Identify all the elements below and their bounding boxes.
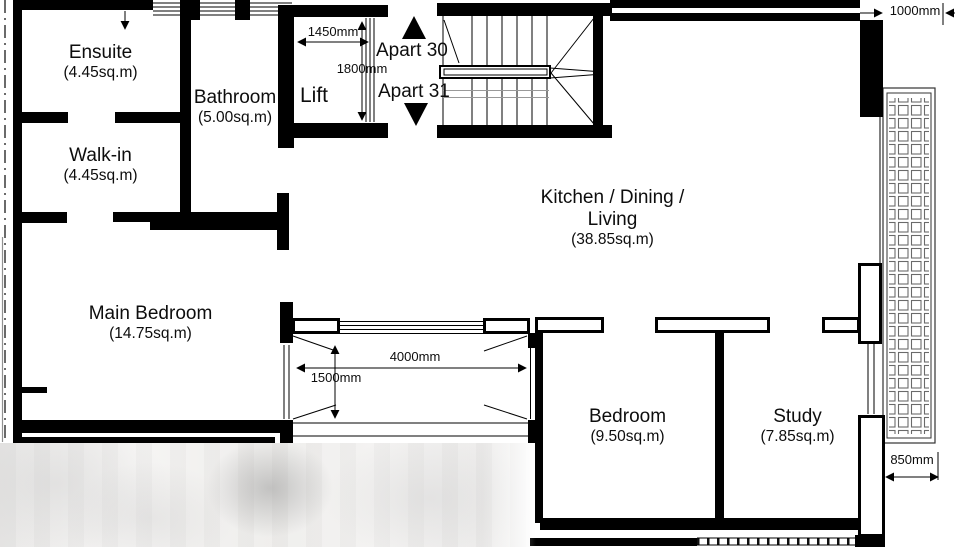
room-name: Kitchen / Dining / [540, 187, 685, 208]
room-area: (14.75sq.m) [109, 324, 192, 342]
room-name: Ensuite [68, 42, 133, 63]
room-label-lift: Lift [300, 84, 348, 108]
dimension-label-4000mm: 4000mm [382, 349, 448, 365]
down-triangle-icon [404, 103, 428, 126]
wall-segment [13, 112, 68, 123]
wall-segment [535, 332, 543, 523]
room-label-walk-in: Walk-in (4.45sq.m) [38, 145, 163, 185]
stair-up-label: Apart 30 [376, 40, 448, 61]
terrace-window-lines [283, 321, 875, 437]
wall-segment [235, 0, 250, 20]
wall-segment [115, 112, 180, 123]
wall-segment [437, 125, 612, 138]
dim-text: 1800mm [336, 61, 388, 76]
wall-segment-outlined [858, 263, 882, 344]
wall-segment [13, 387, 47, 393]
room-area: (9.50sq.m) [590, 427, 665, 445]
wall-segment [860, 20, 883, 117]
wall-segment [13, 8, 22, 443]
tiled-terrace-strip [879, 87, 936, 444]
wall-segment [292, 5, 388, 17]
wall-segment-outlined [822, 317, 860, 333]
wall-segment-outlined [655, 317, 770, 333]
wall-segment [292, 123, 388, 138]
wall-segment [715, 332, 724, 530]
wall-segment [593, 16, 603, 125]
wall-segment [13, 0, 153, 10]
wall-segment [530, 538, 697, 546]
wall-segment [180, 8, 191, 222]
dim-text: 1450mm [307, 24, 359, 39]
stair-label-apart-30: Apart 30 [376, 40, 460, 62]
room-name: Walk-in [69, 145, 132, 166]
wall-segment [610, 0, 860, 8]
room-label-bedroom: Bedroom (9.50sq.m) [565, 406, 690, 446]
wall-segment [280, 302, 293, 343]
room-label-study: Study (7.85sq.m) [735, 406, 860, 446]
room-label-ensuite: Ensuite (4.45sq.m) [38, 42, 163, 82]
wall-segment-outlined [535, 317, 604, 333]
dim-text: 4000mm [389, 349, 441, 364]
wall-segment-outlined [483, 318, 530, 334]
dim-text: 1500mm [310, 370, 362, 385]
room-area: (7.85sq.m) [760, 427, 835, 445]
staircase [439, 16, 604, 125]
room-area: (4.45sq.m) [63, 63, 138, 81]
room-name: Lift [300, 84, 329, 107]
room-name-line2: Living [587, 208, 638, 230]
room-label-main-bedroom: Main Bedroom (14.75sq.m) [58, 303, 243, 343]
room-label-bathroom: Bathroom (5.00sq.m) [184, 87, 286, 127]
wall-segment [18, 420, 280, 433]
dimension-label-1450mm: 1450mm [300, 24, 366, 40]
wall-segment [13, 437, 275, 447]
wall-segment-outlined [858, 415, 885, 537]
dim-text: 1000mm [889, 3, 941, 18]
wall-segment-outlined [292, 318, 340, 334]
room-name: Study [773, 406, 822, 427]
room-area: (5.00sq.m) [197, 108, 273, 126]
wall-segment [437, 3, 612, 16]
dim-text: 850mm [890, 452, 934, 467]
wall-segment [280, 420, 293, 443]
wall-segment [610, 13, 860, 21]
wall-segment [150, 221, 277, 230]
wall-segment [724, 518, 858, 530]
room-label-kitchen-dining-living: Kitchen / Dining / Living (38.85sq.m) [515, 187, 710, 249]
wall-segment [113, 212, 277, 222]
room-area: (38.85sq.m) [571, 230, 654, 248]
hatched-wall-strip [697, 537, 877, 546]
dimension-label-850mm: 850mm [886, 452, 938, 468]
boundary-dashed-line [1, 0, 6, 457]
blurred-region [0, 443, 536, 547]
wall-segment [540, 518, 715, 530]
room-name: Bathroom [193, 87, 277, 108]
wall-segment [277, 193, 289, 250]
dimension-label-1800mm: 1800mm [332, 61, 392, 77]
dimension-label-1500mm: 1500mm [306, 370, 366, 386]
window-lines-top [153, 2, 292, 16]
stair-label-apart-31: Apart 31 [378, 81, 462, 103]
dimension-label-1000mm: 1000mm [886, 3, 944, 19]
wall-segment [18, 212, 67, 223]
wall-segment [278, 5, 294, 148]
room-name: Bedroom [588, 406, 667, 427]
wall-segment [855, 535, 885, 547]
stair-down-label: Apart 31 [378, 81, 450, 102]
up-triangle-icon [402, 16, 426, 39]
room-area: (4.45sq.m) [63, 166, 138, 184]
dimension-lines [296, 3, 955, 482]
room-name: Main Bedroom [88, 303, 213, 324]
